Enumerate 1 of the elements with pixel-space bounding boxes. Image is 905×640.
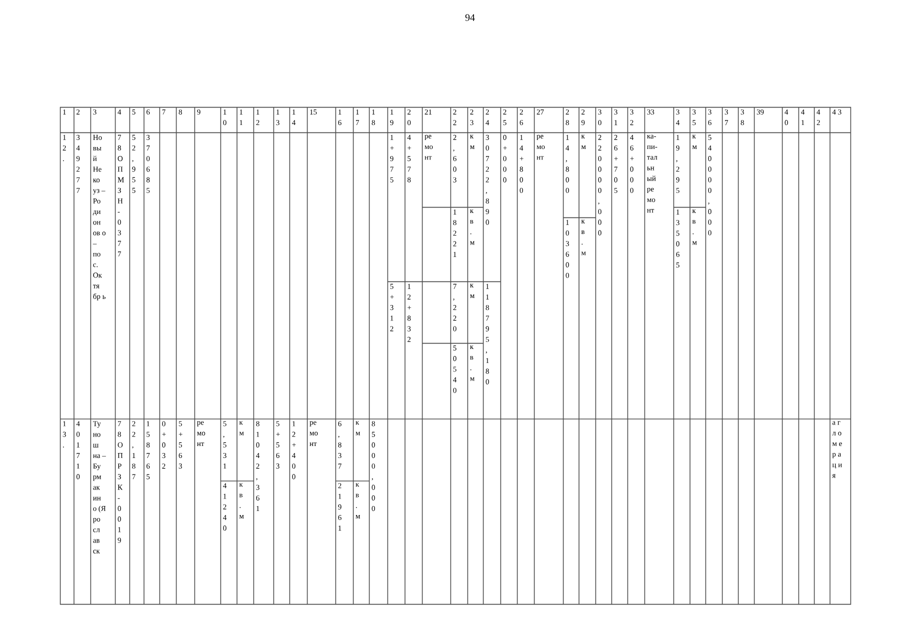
page-number: 94 [465, 14, 475, 21]
